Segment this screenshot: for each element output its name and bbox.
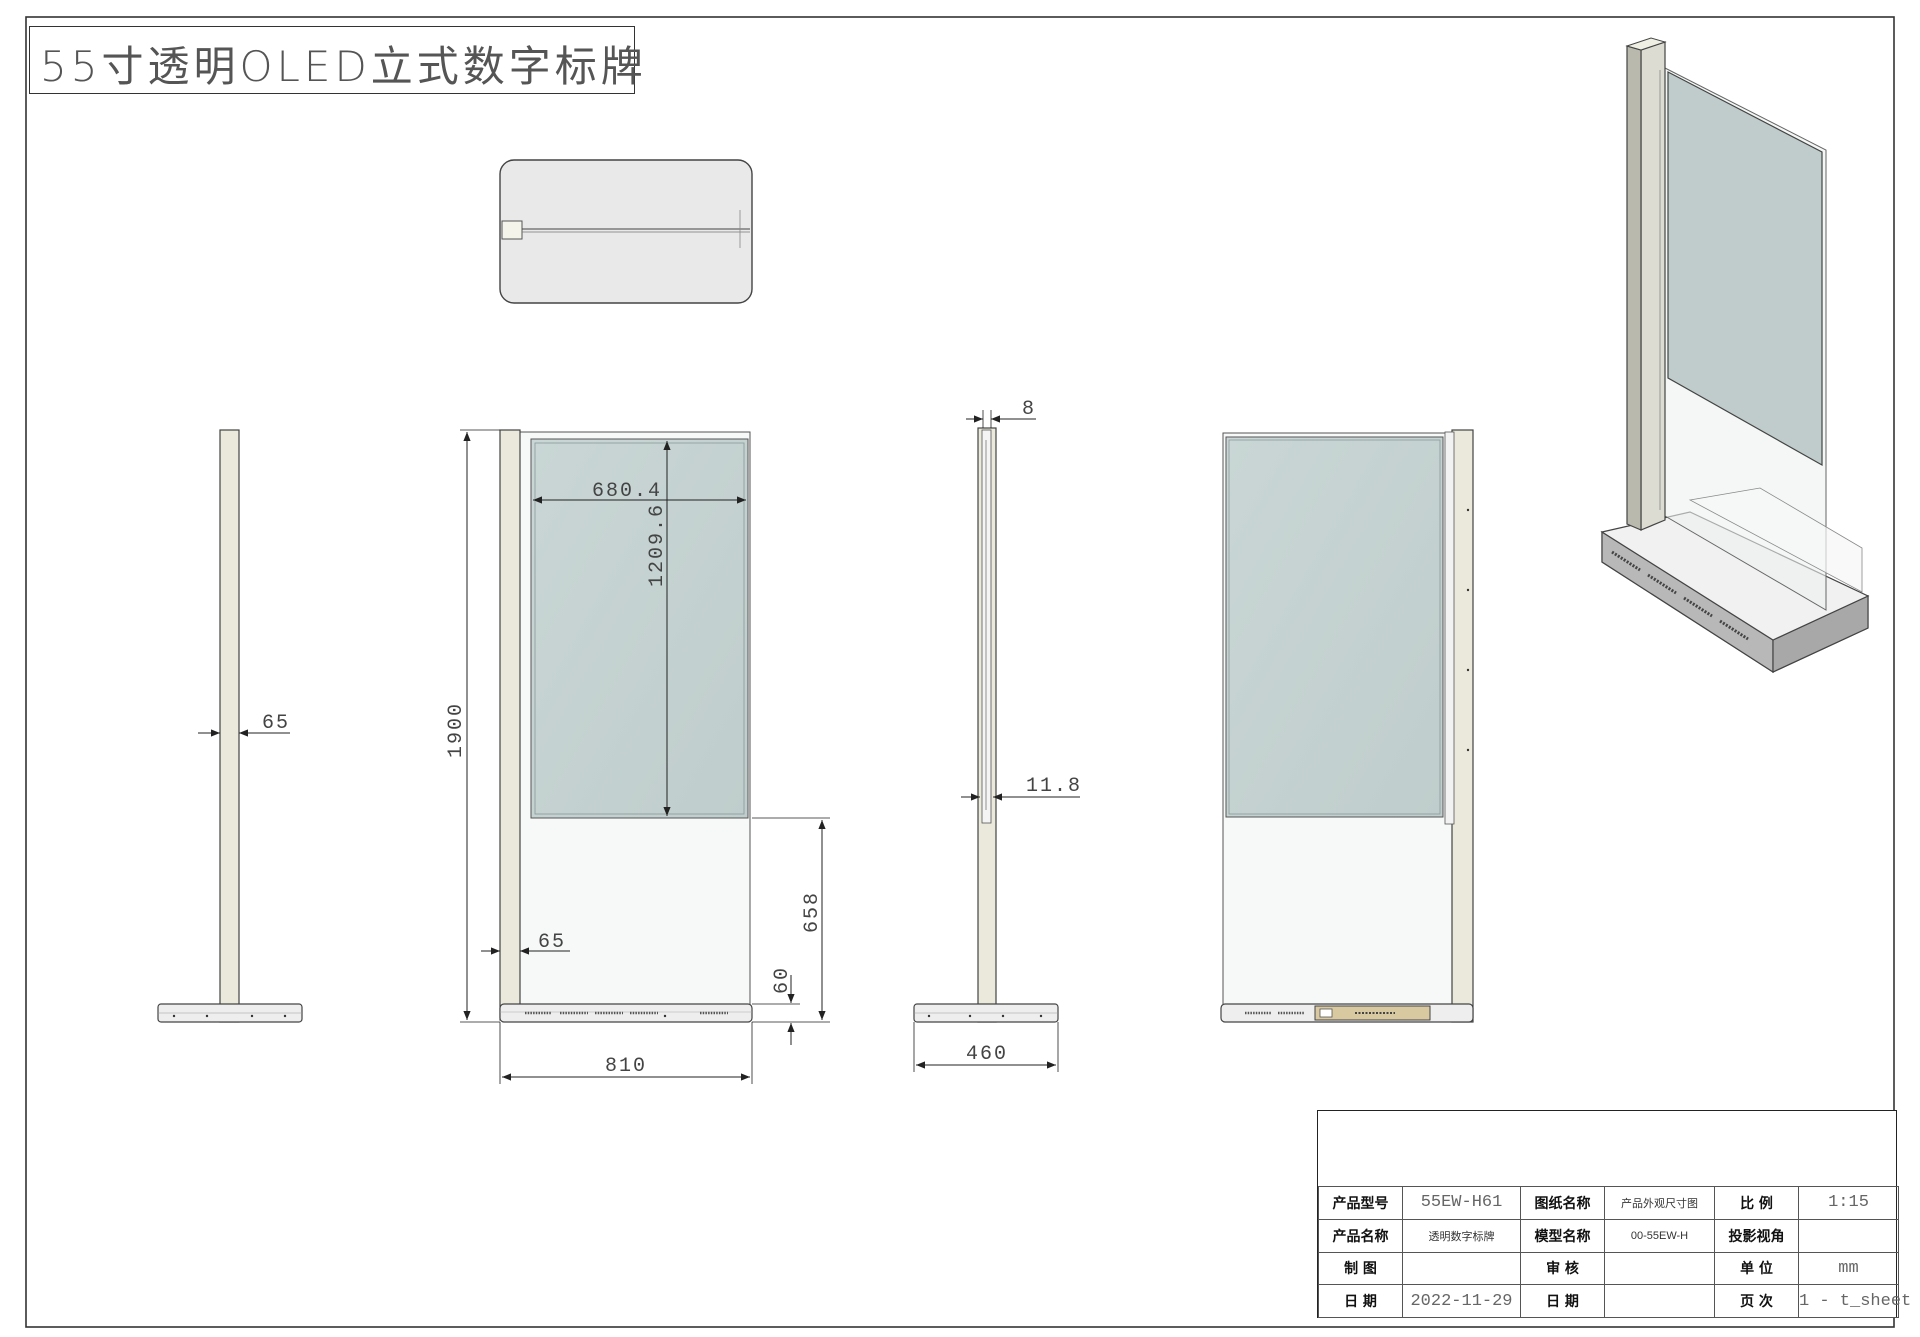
value-product-name: 透明数字标牌 bbox=[1402, 1218, 1521, 1253]
label-model-name: 模型名称 bbox=[1520, 1218, 1605, 1253]
dim-front-height: 1900 bbox=[445, 702, 468, 758]
label-page: 页 次 bbox=[1714, 1284, 1799, 1318]
value-date: 2022-11-29 bbox=[1402, 1284, 1521, 1318]
rear-view bbox=[1220, 429, 1474, 1023]
dim-front-column-width: 65 bbox=[538, 931, 566, 954]
dim-side-column-width: 65 bbox=[262, 712, 290, 735]
value-projection bbox=[1798, 1218, 1899, 1253]
sheet-border bbox=[25, 16, 1895, 1328]
label-product-model: 产品型号 bbox=[1318, 1186, 1403, 1220]
label-unit: 单 位 bbox=[1714, 1251, 1799, 1286]
title-block-row: 产品名称 透明数字标牌 模型名称 00-55EW-H 投影视角 bbox=[1318, 1218, 1899, 1253]
drawing-title-box: 55寸透明OLED立式数字标牌 bbox=[29, 26, 643, 94]
label-product-name: 产品名称 bbox=[1318, 1218, 1403, 1253]
dim-side-base-depth: 460 bbox=[966, 1043, 1008, 1066]
title-block-table: 产品型号 55EW-H61 图纸名称 产品外观尺寸图 比 例 1:15 产品名称… bbox=[1318, 1186, 1911, 1318]
title-block: 产品型号 55EW-H61 图纸名称 产品外观尺寸图 比 例 1:15 产品名称… bbox=[1317, 1110, 1911, 1318]
label-projection: 投影视角 bbox=[1714, 1218, 1799, 1253]
dim-side-top-depth: 8 bbox=[1022, 398, 1034, 421]
right-side-view: 8 11.8 460 bbox=[913, 398, 1082, 1072]
title-block-row: 产品型号 55EW-H61 图纸名称 产品外观尺寸图 比 例 1:15 bbox=[1318, 1186, 1899, 1220]
isometric-view bbox=[1600, 37, 1870, 674]
dim-panel-width: 680.4 bbox=[592, 480, 662, 503]
front-view: 680.4 1209.6 1900 658 60 65 810 bbox=[445, 429, 830, 1084]
value-review-date bbox=[1604, 1284, 1715, 1318]
value-drawn-by bbox=[1402, 1251, 1521, 1286]
label-drawing-name: 图纸名称 bbox=[1520, 1186, 1605, 1220]
dim-lower-height: 658 bbox=[801, 891, 824, 933]
value-page: 1 - t_sheet bbox=[1798, 1284, 1911, 1318]
value-drawing-name: 产品外观尺寸图 bbox=[1604, 1186, 1715, 1220]
value-model-name: 00-55EW-H bbox=[1604, 1218, 1715, 1253]
dim-side-panel-depth: 11.8 bbox=[1026, 775, 1082, 798]
title-block-row: 制 图 审 核 单 位 mm bbox=[1318, 1251, 1899, 1286]
dim-front-width: 810 bbox=[605, 1055, 647, 1078]
left-side-view: 65 bbox=[157, 429, 303, 1023]
dim-panel-height: 1209.6 bbox=[646, 503, 669, 587]
value-product-model: 55EW-H61 bbox=[1402, 1186, 1521, 1220]
label-date: 日 期 bbox=[1318, 1284, 1403, 1318]
label-reviewed-by: 审 核 bbox=[1520, 1251, 1605, 1286]
dim-base-height: 60 bbox=[771, 966, 794, 994]
label-drawn-by: 制 图 bbox=[1318, 1251, 1403, 1286]
label-scale: 比 例 bbox=[1714, 1186, 1799, 1220]
drawing-title: 55寸透明OLED立式数字标牌 bbox=[40, 42, 647, 91]
title-block-row: 日 期 2022-11-29 日 期 页 次 1 - t_sheet bbox=[1318, 1284, 1911, 1318]
label-review-date: 日 期 bbox=[1520, 1284, 1605, 1318]
top-view bbox=[499, 159, 753, 304]
value-unit: mm bbox=[1798, 1251, 1899, 1286]
value-reviewed-by bbox=[1604, 1251, 1715, 1286]
value-scale: 1:15 bbox=[1798, 1186, 1899, 1220]
